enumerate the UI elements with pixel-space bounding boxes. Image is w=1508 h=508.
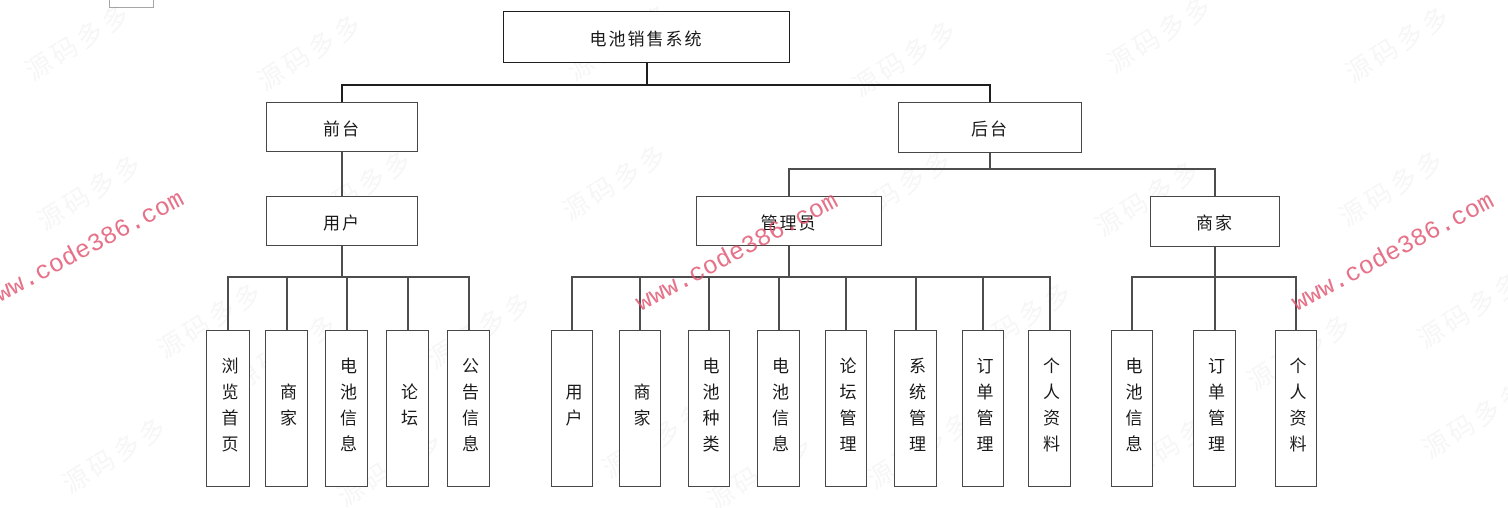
connector-line	[341, 152, 343, 196]
connector-line	[1295, 276, 1297, 330]
leaf-order-management-admin: 订单管理	[962, 330, 1004, 487]
connector-line	[407, 276, 409, 330]
watermark-faint: 源码多多	[31, 147, 150, 237]
connector-line	[915, 276, 917, 330]
connector-line	[346, 276, 348, 330]
leaf-merchant: 商家	[265, 330, 308, 487]
connector-line	[571, 276, 573, 330]
connector-line	[1049, 276, 1051, 330]
connector-line	[982, 276, 984, 330]
watermark-faint: 源码多多	[846, 13, 965, 103]
connector-line	[778, 276, 780, 330]
leaf-user: 用户	[551, 330, 593, 487]
connector-line	[341, 84, 343, 102]
leaf-battery-info-admin: 电池信息	[757, 330, 800, 487]
leaf-browse-home: 浏览首页	[206, 330, 250, 487]
watermark-faint: 源码多多	[1101, 0, 1220, 79]
watermark-faint: 源码多多	[556, 137, 675, 227]
leaf-system-management: 系统管理	[894, 330, 937, 487]
watermark-faint: 源码多多	[1333, 143, 1452, 233]
leaf-order-management-merchant: 订单管理	[1193, 330, 1236, 487]
connector-line	[1131, 276, 1133, 330]
connector-line	[1131, 276, 1296, 278]
watermark-code386: www.code386.com	[0, 184, 190, 317]
connector-line	[989, 84, 991, 102]
connector-line	[788, 246, 790, 276]
cropped-window-artifact	[109, 0, 154, 8]
connector-line	[227, 276, 229, 330]
node-frontend: 前台	[266, 102, 418, 152]
node-merchant: 商家	[1150, 196, 1280, 247]
connector-line	[845, 276, 847, 330]
connector-line	[646, 63, 648, 85]
watermark-faint: 源码多多	[1339, 0, 1458, 89]
connector-line	[1214, 276, 1216, 330]
leaf-forum: 论坛	[386, 330, 429, 487]
watermark-faint: 源码多多	[1416, 375, 1508, 465]
connector-line	[571, 276, 1051, 278]
connector-line	[286, 276, 288, 330]
node-backend: 后台	[898, 102, 1082, 153]
leaf-announcement-info: 公告信息	[447, 330, 490, 487]
leaf-personal-profile-merchant: 个人资料	[1275, 330, 1317, 487]
connector-line	[468, 276, 470, 330]
connector-line	[341, 84, 991, 86]
connector-line	[788, 168, 1216, 170]
node-root-battery-sales-system: 电池销售系统	[503, 11, 790, 63]
connector-line	[639, 276, 641, 330]
leaf-forum-management: 论坛管理	[825, 330, 867, 487]
connector-line	[989, 153, 991, 168]
watermark-faint: 源码多多	[1411, 265, 1508, 355]
leaf-battery-type: 电池种类	[688, 330, 730, 487]
connector-line	[1214, 168, 1216, 196]
leaf-battery-info-merchant: 电池信息	[1111, 330, 1153, 487]
watermark-faint: 源码多多	[56, 410, 175, 500]
connector-line	[788, 168, 790, 196]
connector-line	[227, 276, 469, 278]
connector-line	[341, 246, 343, 276]
node-admin: 管理员	[696, 196, 882, 246]
leaf-merchant-admin: 商家	[619, 330, 661, 487]
node-user: 用户	[266, 196, 418, 246]
connector-line	[1214, 247, 1216, 276]
watermark-faint: 源码多多	[19, 0, 138, 87]
watermark-code386: www.code386.com	[1286, 186, 1500, 319]
leaf-personal-profile-admin: 个人资料	[1028, 330, 1071, 487]
leaf-battery-info: 电池信息	[325, 330, 368, 487]
connector-line	[708, 276, 710, 330]
